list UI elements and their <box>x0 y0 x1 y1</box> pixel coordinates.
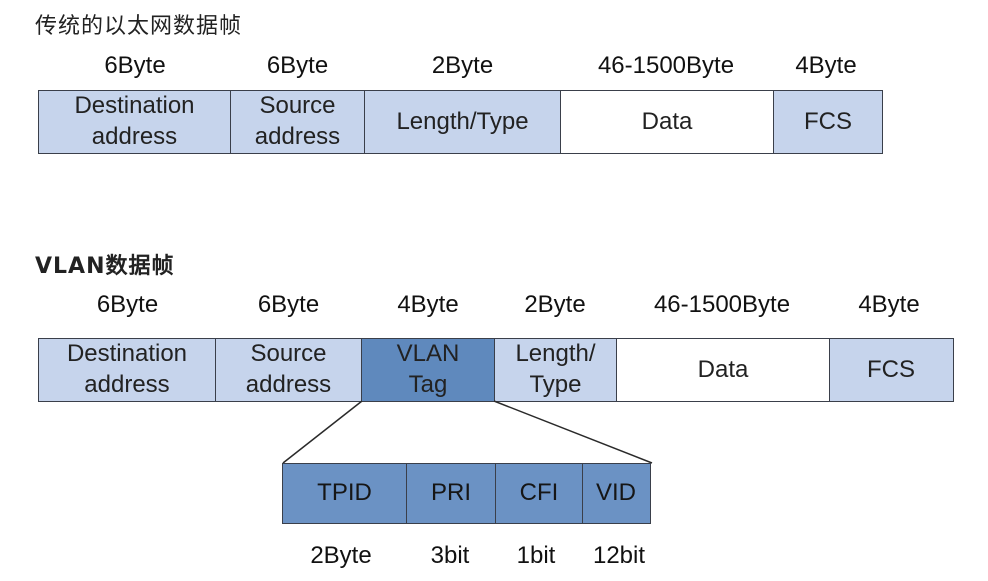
tag-size-vid: 12bit <box>592 542 646 569</box>
tag-field-cfi: CFI <box>495 463 583 524</box>
expansion-line-left <box>282 400 363 464</box>
expansion-line-right <box>493 400 653 464</box>
vlan-frame: Destination address Source address VLAN … <box>38 338 954 402</box>
trad-size-source: 6Byte <box>266 52 329 79</box>
tag-size-pri: 3bit <box>430 542 470 569</box>
vlan-size-dest: 6Byte <box>96 291 159 318</box>
vlan-field-source: Source address <box>214 338 363 402</box>
traditional-frame: Destination address Source address Lengt… <box>38 90 883 154</box>
tag-size-tpid: 2Byte <box>310 542 372 569</box>
tag-field-pri: PRI <box>405 463 497 524</box>
trad-field-fcs: FCS <box>773 90 883 154</box>
trad-field-source: Source address <box>229 90 366 154</box>
vlan-field-data: Data <box>616 338 830 402</box>
vlan-size-fcs: 4Byte <box>858 291 920 318</box>
vlan-field-destination: Destination address <box>38 338 216 402</box>
vlan-size-tag: 4Byte <box>397 291 459 318</box>
trad-size-fcs: 4Byte <box>795 52 857 79</box>
vlan-size-data: 46-1500Byte <box>653 291 791 318</box>
vlan-field-length-type: Length/ Type <box>493 338 618 402</box>
tag-field-tpid: TPID <box>282 463 407 524</box>
traditional-frame-title: 传统的以太网数据帧 <box>35 14 243 39</box>
vlan-field-fcs: FCS <box>828 338 954 402</box>
vlan-size-lentype: 2Byte <box>524 291 586 318</box>
trad-field-destination: Destination address <box>38 90 231 154</box>
trad-size-data: 46-1500Byte <box>597 52 735 79</box>
vlan-size-source: 6Byte <box>257 291 320 318</box>
trad-field-data: Data <box>559 90 775 154</box>
vlan-tag-detail: TPID PRI CFI VID <box>282 463 651 524</box>
trad-field-length-type: Length/Type <box>364 90 561 154</box>
trad-size-lentype: 2Byte <box>431 52 494 79</box>
vlan-field-vlan-tag: VLAN Tag <box>361 338 495 402</box>
tag-field-vid: VID <box>581 463 651 524</box>
tag-size-cfi: 1bit <box>516 542 556 569</box>
vlan-frame-title: VLAN数据帧 <box>35 254 175 279</box>
trad-size-dest: 6Byte <box>104 52 166 79</box>
